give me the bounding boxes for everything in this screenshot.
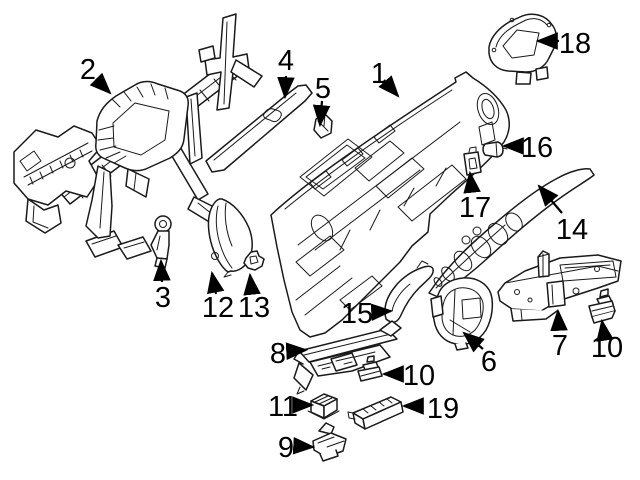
callout-17-label[interactable]: 17 [459,192,491,224]
callout-10-left-label[interactable]: 10 [403,360,435,392]
callout-9-label[interactable]: 9 [278,432,294,464]
callout-8[interactable]: 8 [270,338,309,370]
callout-2[interactable]: 2 [80,54,112,95]
part-6-housing-drawing [430,277,494,351]
part-16-bulb-drawing [482,141,508,158]
part-11-switch-drawing [307,393,340,420]
callout-7-label[interactable]: 7 [552,330,568,362]
part-8-duct-drawing [293,320,402,395]
part-9-bracket-drawing [312,422,347,462]
part-3-bracket-drawing [150,215,172,269]
callout-18[interactable]: 18 [535,28,591,60]
callout-8-label[interactable]: 8 [270,338,286,370]
callout-16-label[interactable]: 16 [521,132,553,164]
part-19-switch-strip-drawing [347,396,404,430]
callout-4[interactable]: 4 [277,45,295,100]
callout-3[interactable]: 3 [153,258,171,314]
callout-14-label[interactable]: 14 [556,214,588,246]
callout-7[interactable]: 7 [550,308,568,362]
callout-10-right[interactable]: 10 [591,318,623,364]
part-10-right-clip-drawing [588,288,616,324]
part-13-clip-drawing [243,250,265,271]
callout-3-label[interactable]: 3 [155,282,171,314]
callout-1-label[interactable]: 1 [371,58,387,90]
part-17-clip-drawing [463,146,482,176]
callout-1[interactable]: 1 [371,58,400,98]
callout-5[interactable]: 5 [312,73,331,128]
callout-9[interactable]: 9 [278,432,316,464]
part-15-lower-trim-drawing [384,260,434,323]
callout-19-label[interactable]: 19 [427,393,459,425]
callout-15-label[interactable]: 15 [341,298,373,330]
part-2-crossmember-drawing [13,13,263,260]
callout-4-label[interactable]: 4 [278,45,294,77]
callout-15[interactable]: 15 [341,298,394,330]
callout-13-label[interactable]: 13 [238,292,270,324]
callout-5-label[interactable]: 5 [315,73,331,105]
callout-6[interactable]: 6 [462,331,497,378]
callout-2-label[interactable]: 2 [80,54,96,86]
callout-14[interactable]: 14 [537,184,588,246]
callout-12-label[interactable]: 12 [202,292,234,324]
part-7-glovebox-drawing [497,250,622,322]
part-12-side-cover-drawing [207,198,253,278]
callout-12[interactable]: 12 [202,270,234,324]
callout-18-label[interactable]: 18 [559,28,591,60]
callout-10-right-label[interactable]: 10 [591,332,623,364]
callout-17[interactable]: 17 [459,170,491,224]
callout-13[interactable]: 13 [238,272,270,324]
callout-11-label[interactable]: 11 [268,391,298,423]
part-1-instrument-panel-drawing [270,71,510,338]
part-5-cap-drawing [313,113,333,139]
part-18-grille-drawing [488,13,557,85]
callout-16[interactable]: 16 [501,132,553,164]
callout-19[interactable]: 19 [401,393,459,425]
callout-10-left[interactable]: 10 [381,360,435,392]
callout-11[interactable]: 11 [268,391,315,423]
callout-6-label[interactable]: 6 [481,346,497,378]
